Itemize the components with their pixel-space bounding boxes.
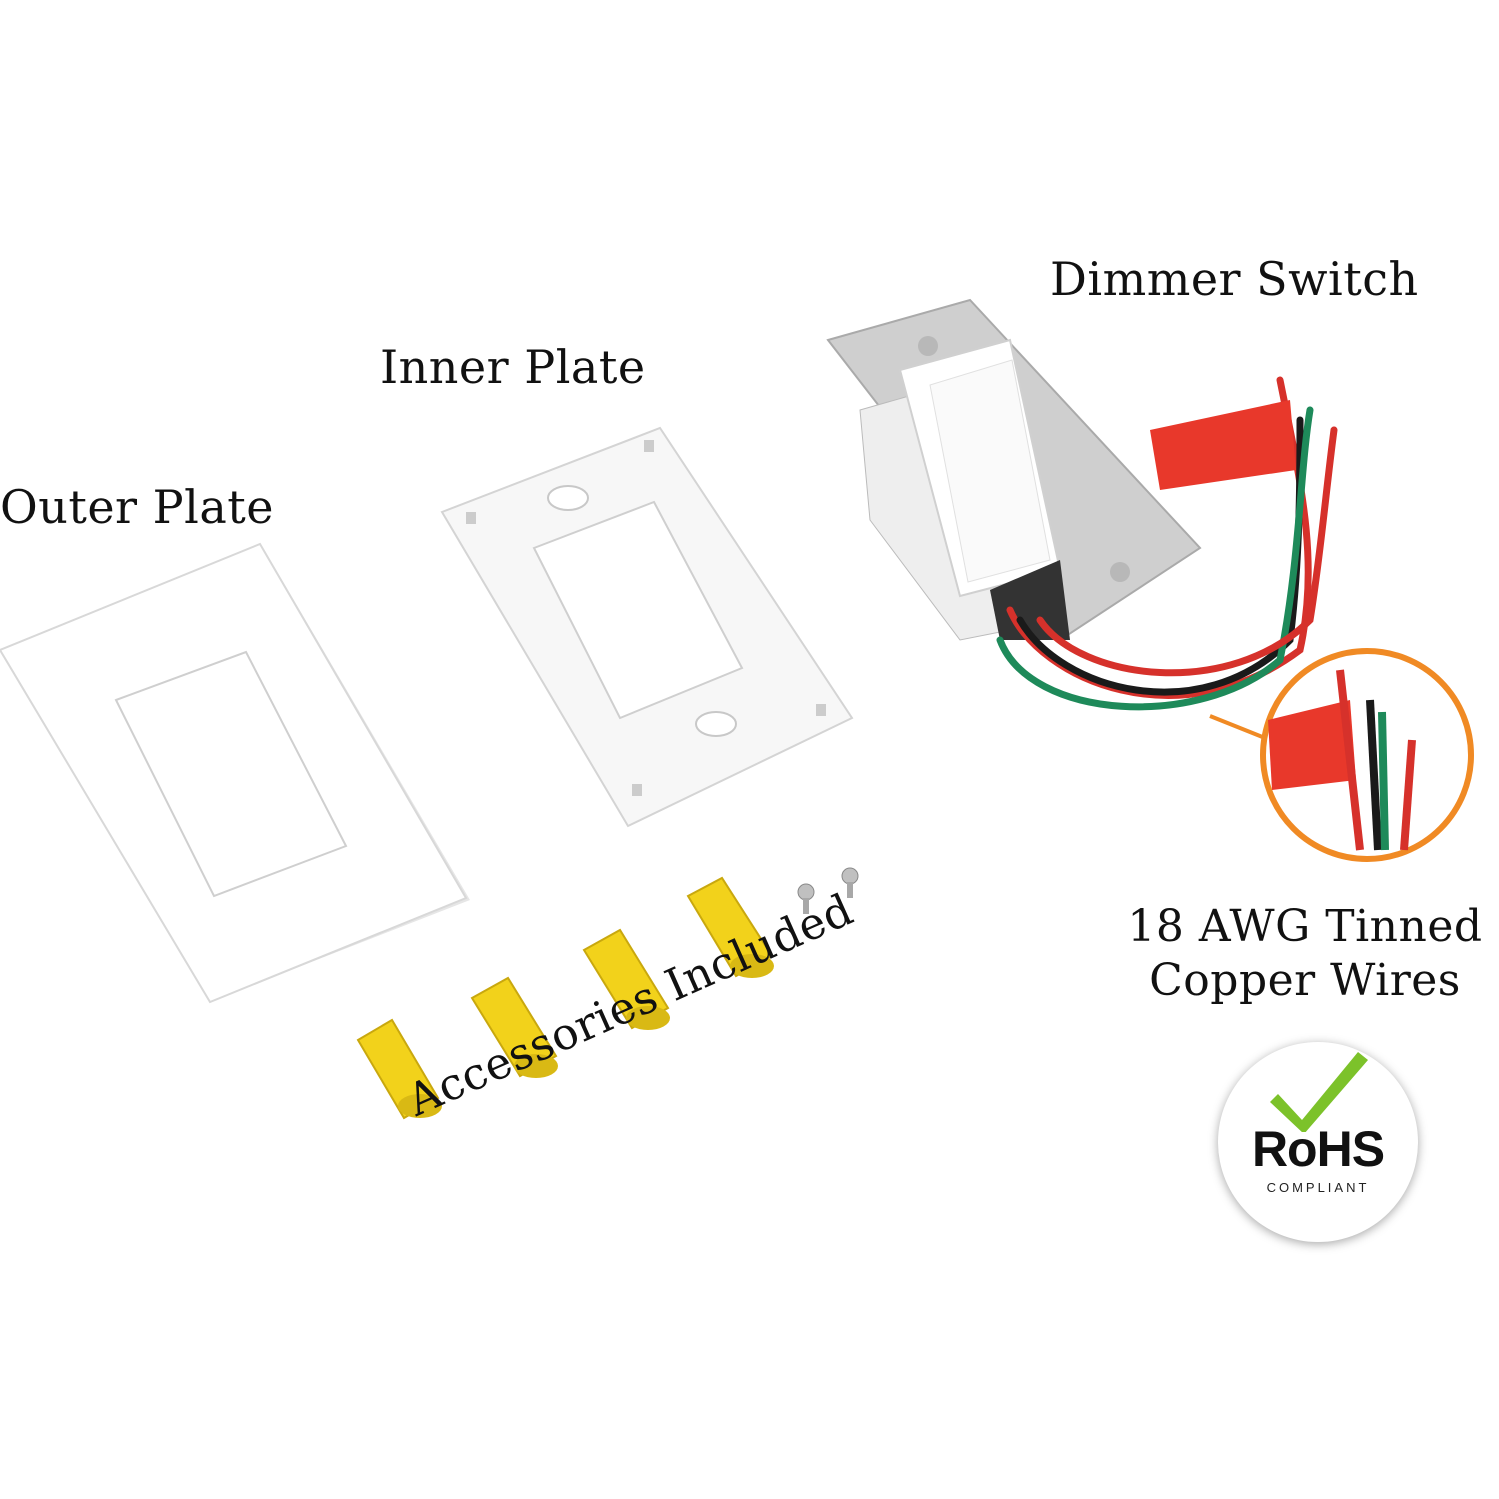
dimmer-wires (996, 376, 1338, 711)
outer-plate-label: Outer Plate (0, 480, 274, 534)
wires-label-line2: Copper Wires (1149, 955, 1461, 1006)
dimmer-switch (826, 298, 1202, 642)
inner-plate-label: Inner Plate (380, 340, 646, 394)
wires-label: 18 AWG Tinned Copper Wires (1110, 900, 1499, 1008)
compliant-text: COMPLIANT (1266, 1180, 1370, 1195)
outer-plate (0, 542, 470, 1004)
inner-plate (440, 426, 854, 828)
checkmark-icon (1270, 1052, 1368, 1132)
wires-label-line1: 18 AWG Tinned (1127, 901, 1483, 952)
rohs-badge: RoHS COMPLIANT (1218, 1042, 1418, 1242)
dimmer-switch-label: Dimmer Switch (1050, 252, 1419, 306)
wire-nut-1 (356, 1018, 442, 1120)
rohs-text: RoHS (1251, 1121, 1385, 1177)
warning-tag (1150, 400, 1296, 490)
wire-nut-2 (470, 976, 558, 1078)
wire-nut-3 (582, 928, 670, 1030)
wire-nut-4 (686, 876, 774, 978)
screw-1 (797, 883, 815, 914)
screw-2 (841, 867, 859, 898)
wire-callout (1209, 648, 1474, 862)
